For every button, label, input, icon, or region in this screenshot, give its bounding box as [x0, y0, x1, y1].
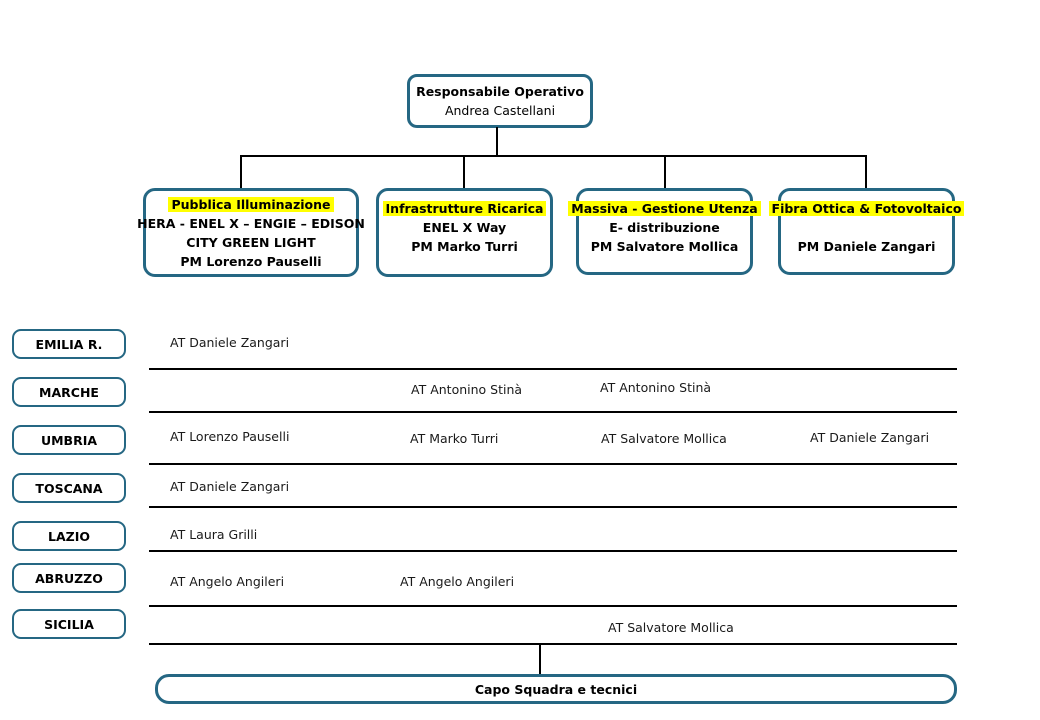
node-massiva-gestione-utenza[interactable]: Massiva - Gestione Utenza E- distribuzio… — [568, 188, 761, 275]
connector-line — [539, 644, 541, 674]
region-label: ABRUZZO — [35, 570, 103, 586]
row-separator-line — [149, 368, 957, 370]
row-separator-line — [149, 550, 957, 552]
region-box-sicilia[interactable]: SICILIA — [12, 609, 126, 639]
assignment-label: AT Salvatore Mollica — [601, 431, 727, 446]
dept-title-highlight: Massiva - Gestione Utenza — [568, 201, 761, 216]
dept-title-highlight: Infrastrutture Ricarica — [382, 201, 547, 216]
region-box-umbria[interactable]: UMBRIA — [12, 425, 126, 455]
connector-line — [865, 155, 867, 189]
connector-line — [240, 155, 867, 157]
region-box-toscana[interactable]: TOSCANA — [12, 473, 126, 503]
assignment-label: AT Angelo Angileri — [400, 574, 515, 589]
footer-label: Capo Squadra e tecnici — [474, 681, 638, 697]
region-box-abruzzo[interactable]: ABRUZZO — [12, 563, 126, 593]
region-box-lazio[interactable]: LAZIO — [12, 521, 126, 551]
node-pubblica-illuminazione[interactable]: Pubblica Illuminazione HERA - ENEL X – E… — [137, 188, 365, 277]
node-infrastrutture-ricarica[interactable]: Infrastrutture Ricarica ENEL X Way PM Ma… — [376, 188, 553, 277]
assignment-label: AT Laura Grilli — [170, 527, 258, 542]
dept-line: HERA - ENEL X – ENGIE – EDISON — [137, 215, 365, 231]
assignment-label: AT Salvatore Mollica — [608, 620, 734, 635]
region-box-emilia-r[interactable]: EMILIA R. — [12, 329, 126, 359]
region-label: EMILIA R. — [35, 336, 103, 352]
row-separator-line — [149, 506, 957, 508]
dept-line: PM Salvatore Mollica — [590, 239, 739, 254]
connector-line — [240, 155, 242, 189]
row-separator-line — [149, 411, 957, 413]
region-box-marche[interactable]: MARCHE — [12, 377, 126, 407]
dept-line: PM Lorenzo Pauselli — [180, 253, 322, 269]
node-responsabile-operativo[interactable]: Responsabile Operativo Andrea Castellani — [407, 74, 593, 128]
assignment-label: AT Marko Turri — [410, 431, 499, 446]
dept-line: ENEL X Way — [422, 220, 507, 235]
row-separator-line — [149, 463, 957, 465]
region-label: UMBRIA — [40, 432, 98, 448]
dept-title-highlight: Fibra Ottica & Fotovoltaico — [768, 201, 965, 216]
assignment-label: AT Lorenzo Pauselli — [170, 429, 290, 444]
assignment-label: AT Daniele Zangari — [170, 479, 290, 494]
region-label: LAZIO — [48, 528, 90, 544]
node-capo-squadra-e-tecnici[interactable]: Capo Squadra e tecnici — [155, 674, 957, 704]
dept-line: CITY GREEN LIGHT — [186, 234, 316, 250]
row-separator-line — [149, 605, 957, 607]
node-person: Andrea Castellani — [444, 103, 556, 118]
region-label: SICILIA — [44, 616, 94, 632]
dept-line: PM Marko Turri — [411, 239, 518, 254]
assignment-label: AT Antonino Stinà — [411, 382, 523, 397]
connector-line — [463, 155, 465, 189]
connector-line — [664, 155, 666, 189]
dept-line: PM Daniele Zangari — [797, 239, 936, 254]
dept-title-highlight: Pubblica Illuminazione — [168, 196, 334, 212]
row-separator-line — [149, 643, 957, 645]
region-label: MARCHE — [39, 384, 99, 400]
dept-line: E- distribuzione — [609, 220, 720, 235]
assignment-label: AT Antonino Stinà — [600, 380, 712, 395]
connector-line — [496, 127, 498, 156]
assignment-label: AT Angelo Angileri — [170, 574, 285, 589]
region-label: TOSCANA — [35, 480, 103, 496]
node-fibra-ottica-fotovoltaico[interactable]: Fibra Ottica & Fotovoltaico PM Daniele Z… — [768, 188, 965, 275]
assignment-label: AT Daniele Zangari — [810, 430, 930, 445]
node-title: Responsabile Operativo — [416, 84, 584, 99]
assignment-label: AT Daniele Zangari — [170, 335, 290, 350]
